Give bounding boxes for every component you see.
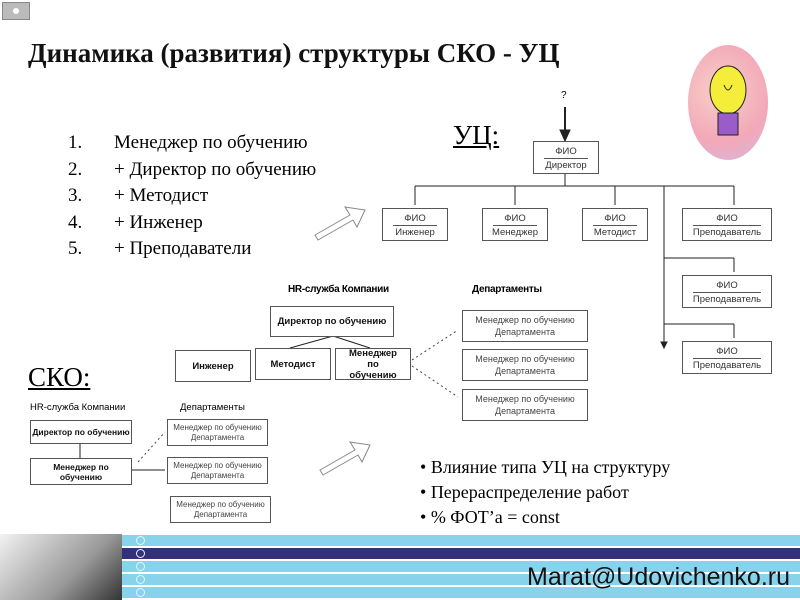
lightbulb-icon [688,45,768,160]
sko-director-box[interactable]: Директор по обучению [30,420,132,444]
hr-manager-box[interactable]: Менеджер по обучению [335,348,411,381]
slide-nav-icon[interactable] [2,2,30,20]
book-image [0,534,122,600]
hr-director-box[interactable]: Директор по обучению [270,306,394,337]
bullet-item: • Перераспределение работ [420,482,629,502]
author-email: Marat@Udovichenko.ru [527,563,790,591]
sko-label: СКО: [28,362,91,392]
list-item: 5.+ Преподаватели [68,238,252,259]
uc-label: УЦ: [453,120,500,150]
question-mark: ? [561,90,567,101]
role-list: 1.Менеджер по обучению 2.+ Директор по о… [68,130,316,263]
hr-service-title: HR-служба Компании [288,284,389,295]
sko-departments-title: Департаменты [180,402,245,413]
bullet-list: • Влияние типа УЦ на структуру • Перерас… [420,455,670,530]
list-item: 2.+ Директор по обучению [68,158,317,180]
hr-engineer-box[interactable]: Инженер [175,350,251,382]
sko-hr-title: HR-служба Компании [30,402,126,413]
list-item: 4.+ Инженер [68,211,203,233]
list-item: 1.Менеджер по обучению [68,132,308,153]
nav-stripe-active[interactable] [122,548,800,559]
nav-stripe[interactable] [122,561,800,572]
departments-title: Департаменты [472,284,542,295]
list-item: 3.+ Методист [68,185,209,206]
nav-stripe[interactable] [122,535,800,546]
hr-methodist-box[interactable]: Методист [255,348,331,380]
bullet-item: • Влияние типа УЦ на структуру [420,457,671,477]
bullet-item: • % ФОТ’а = const [420,507,560,527]
nav-stripe[interactable] [122,574,800,585]
nav-stripe[interactable] [122,587,800,598]
slide-title: Динамика (развития) структуры СКО - УЦ [28,38,560,68]
sko-manager-box[interactable]: Менеджер по обучению [30,458,132,485]
